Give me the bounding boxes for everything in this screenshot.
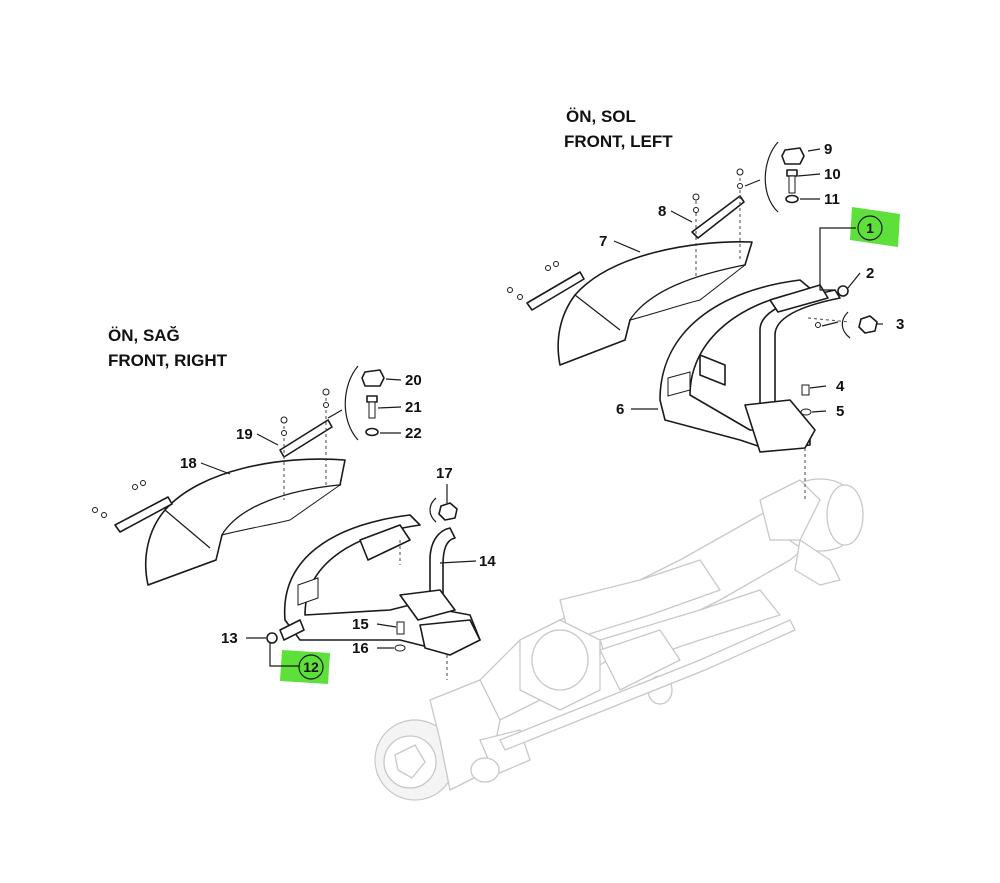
callout-14: 14 [479, 553, 496, 570]
strap-right-top [279, 419, 333, 458]
highlight-callout-12 [280, 650, 330, 684]
callout-3: 3 [896, 316, 904, 333]
callout-5: 5 [836, 403, 844, 420]
strap-left-top [691, 195, 745, 239]
callout-18: 18 [180, 455, 197, 472]
callout-10: 10 [824, 166, 841, 183]
callout-8: 8 [658, 203, 666, 220]
front-left-title-tr: ÖN, SOL [566, 107, 636, 126]
fender-bracket-left [659, 279, 841, 451]
callout-19: 19 [236, 426, 253, 443]
front-left-title-en: FRONT, LEFT [564, 132, 673, 151]
leader-lines [200, 148, 883, 667]
front-right-group: ÖN, SAĞ FRONT, RIGHT [92, 326, 481, 680]
callout-11: 11 [824, 191, 840, 208]
callout-20: 20 [405, 372, 422, 389]
strap-left-side [526, 271, 585, 311]
callout-2: 2 [866, 265, 874, 282]
callout-7: 7 [599, 233, 607, 250]
strap-right-side [114, 496, 173, 533]
callout-21: 21 [405, 399, 422, 416]
callout-16: 16 [352, 640, 369, 657]
callout-4: 4 [836, 378, 845, 395]
front-right-title-en: FRONT, RIGHT [108, 351, 228, 370]
front-right-title-tr: ÖN, SAĞ [108, 326, 180, 345]
callout-numbers: 1 2 3 4 5 6 7 8 9 10 11 12 13 14 15 16 1… [180, 141, 904, 680]
callout-15: 15 [352, 616, 369, 633]
callout-22: 22 [405, 425, 422, 442]
callout-1: 1 [866, 220, 874, 236]
callout-17: 17 [436, 465, 453, 482]
callout-6: 6 [616, 401, 624, 418]
front-axle-assembly [374, 478, 864, 801]
callout-13: 13 [221, 630, 238, 647]
callout-9: 9 [824, 141, 832, 158]
front-left-group: ÖN, SOL FRONT, LEFT [507, 107, 878, 500]
callout-12: 12 [303, 659, 319, 675]
